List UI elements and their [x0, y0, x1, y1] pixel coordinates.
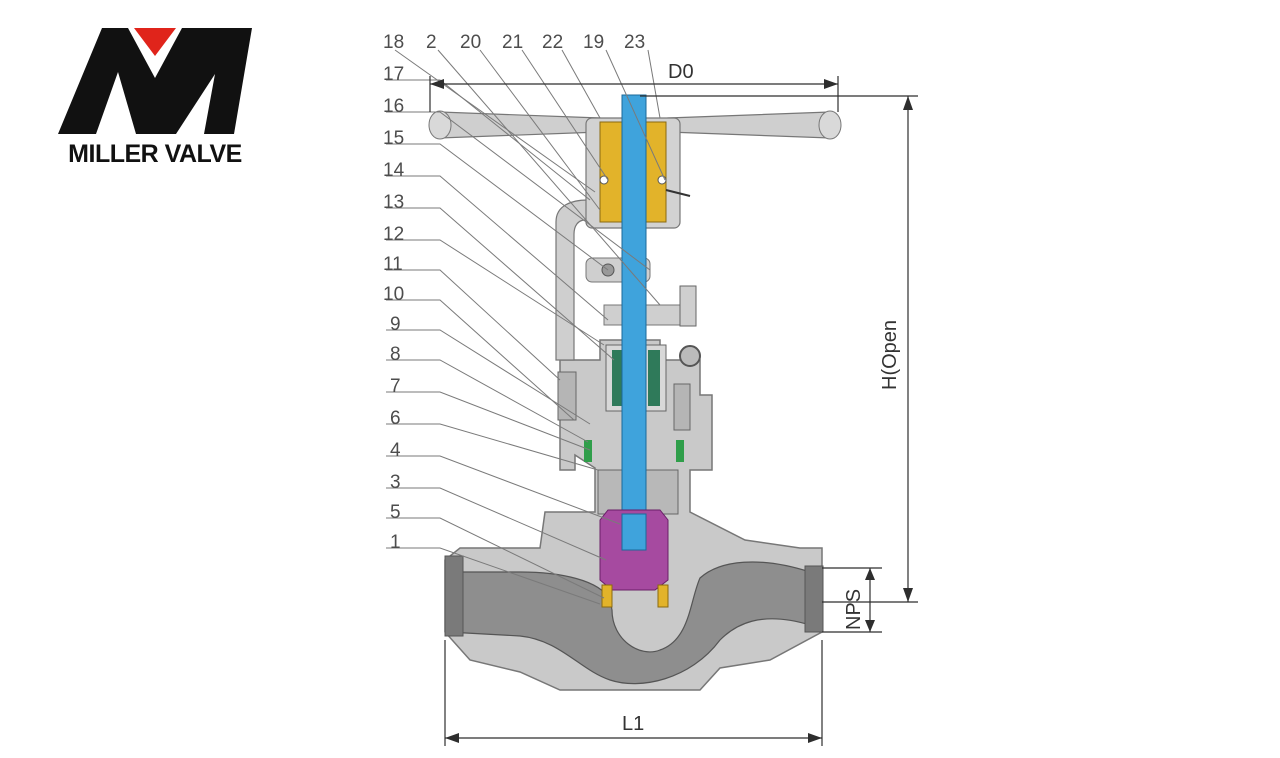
- seat-ring-right: [657, 584, 669, 608]
- dimension-nps-label: NPS: [843, 589, 865, 630]
- callout-14: 14: [383, 160, 405, 181]
- callout-9: 9: [390, 314, 401, 335]
- logo-m-mark: [58, 28, 252, 134]
- callout-21: 21: [502, 32, 523, 53]
- callout-17: 17: [383, 64, 404, 85]
- dimension-l1-label: L1: [622, 713, 644, 735]
- callout-20: 20: [460, 32, 481, 53]
- seat-ring-left: [601, 584, 613, 608]
- callout-4: 4: [390, 440, 401, 461]
- callout-7: 7: [390, 376, 401, 397]
- callout-18: 18: [383, 32, 404, 53]
- callout-16: 16: [383, 96, 404, 117]
- callout-5: 5: [390, 502, 401, 523]
- logo-brand-text: MILLER VALVE: [68, 140, 242, 168]
- dimension-d0: D0: [429, 61, 839, 112]
- callout-19: 19: [583, 32, 604, 53]
- dimension-nps: NPS: [822, 567, 882, 633]
- callout-6: 6: [390, 408, 401, 429]
- callout-13: 13: [383, 192, 404, 213]
- callout-8: 8: [390, 344, 401, 365]
- valve-stem: [621, 94, 647, 551]
- callout-1: 1: [390, 532, 401, 553]
- callout-23: 23: [624, 32, 645, 53]
- dimension-h-open-label: H(Open: [879, 320, 901, 390]
- callout-2: 2: [426, 32, 437, 53]
- callout-15: 15: [383, 128, 404, 149]
- dimension-l1: L1: [444, 640, 823, 746]
- valve-disc: [599, 509, 669, 591]
- callout-3: 3: [390, 472, 401, 493]
- callout-11: 11: [383, 254, 403, 275]
- top-leader-lines: [394, 49, 666, 306]
- top-callouts: 18 2 20 21 22 19 23: [383, 32, 645, 53]
- callout-10: 10: [383, 284, 404, 305]
- dimension-h-open: H(Open: [640, 95, 918, 603]
- callout-12: 12: [383, 224, 404, 245]
- dimension-d0-label: D0: [668, 61, 694, 83]
- left-leader-lines: [386, 79, 651, 605]
- callout-22: 22: [542, 32, 563, 53]
- miller-valve-logo: MILLER VALVE: [58, 26, 252, 168]
- left-callouts: 17 16 15 14 13 12 11 10 9 8 7 6 4 3 5 1: [383, 64, 405, 553]
